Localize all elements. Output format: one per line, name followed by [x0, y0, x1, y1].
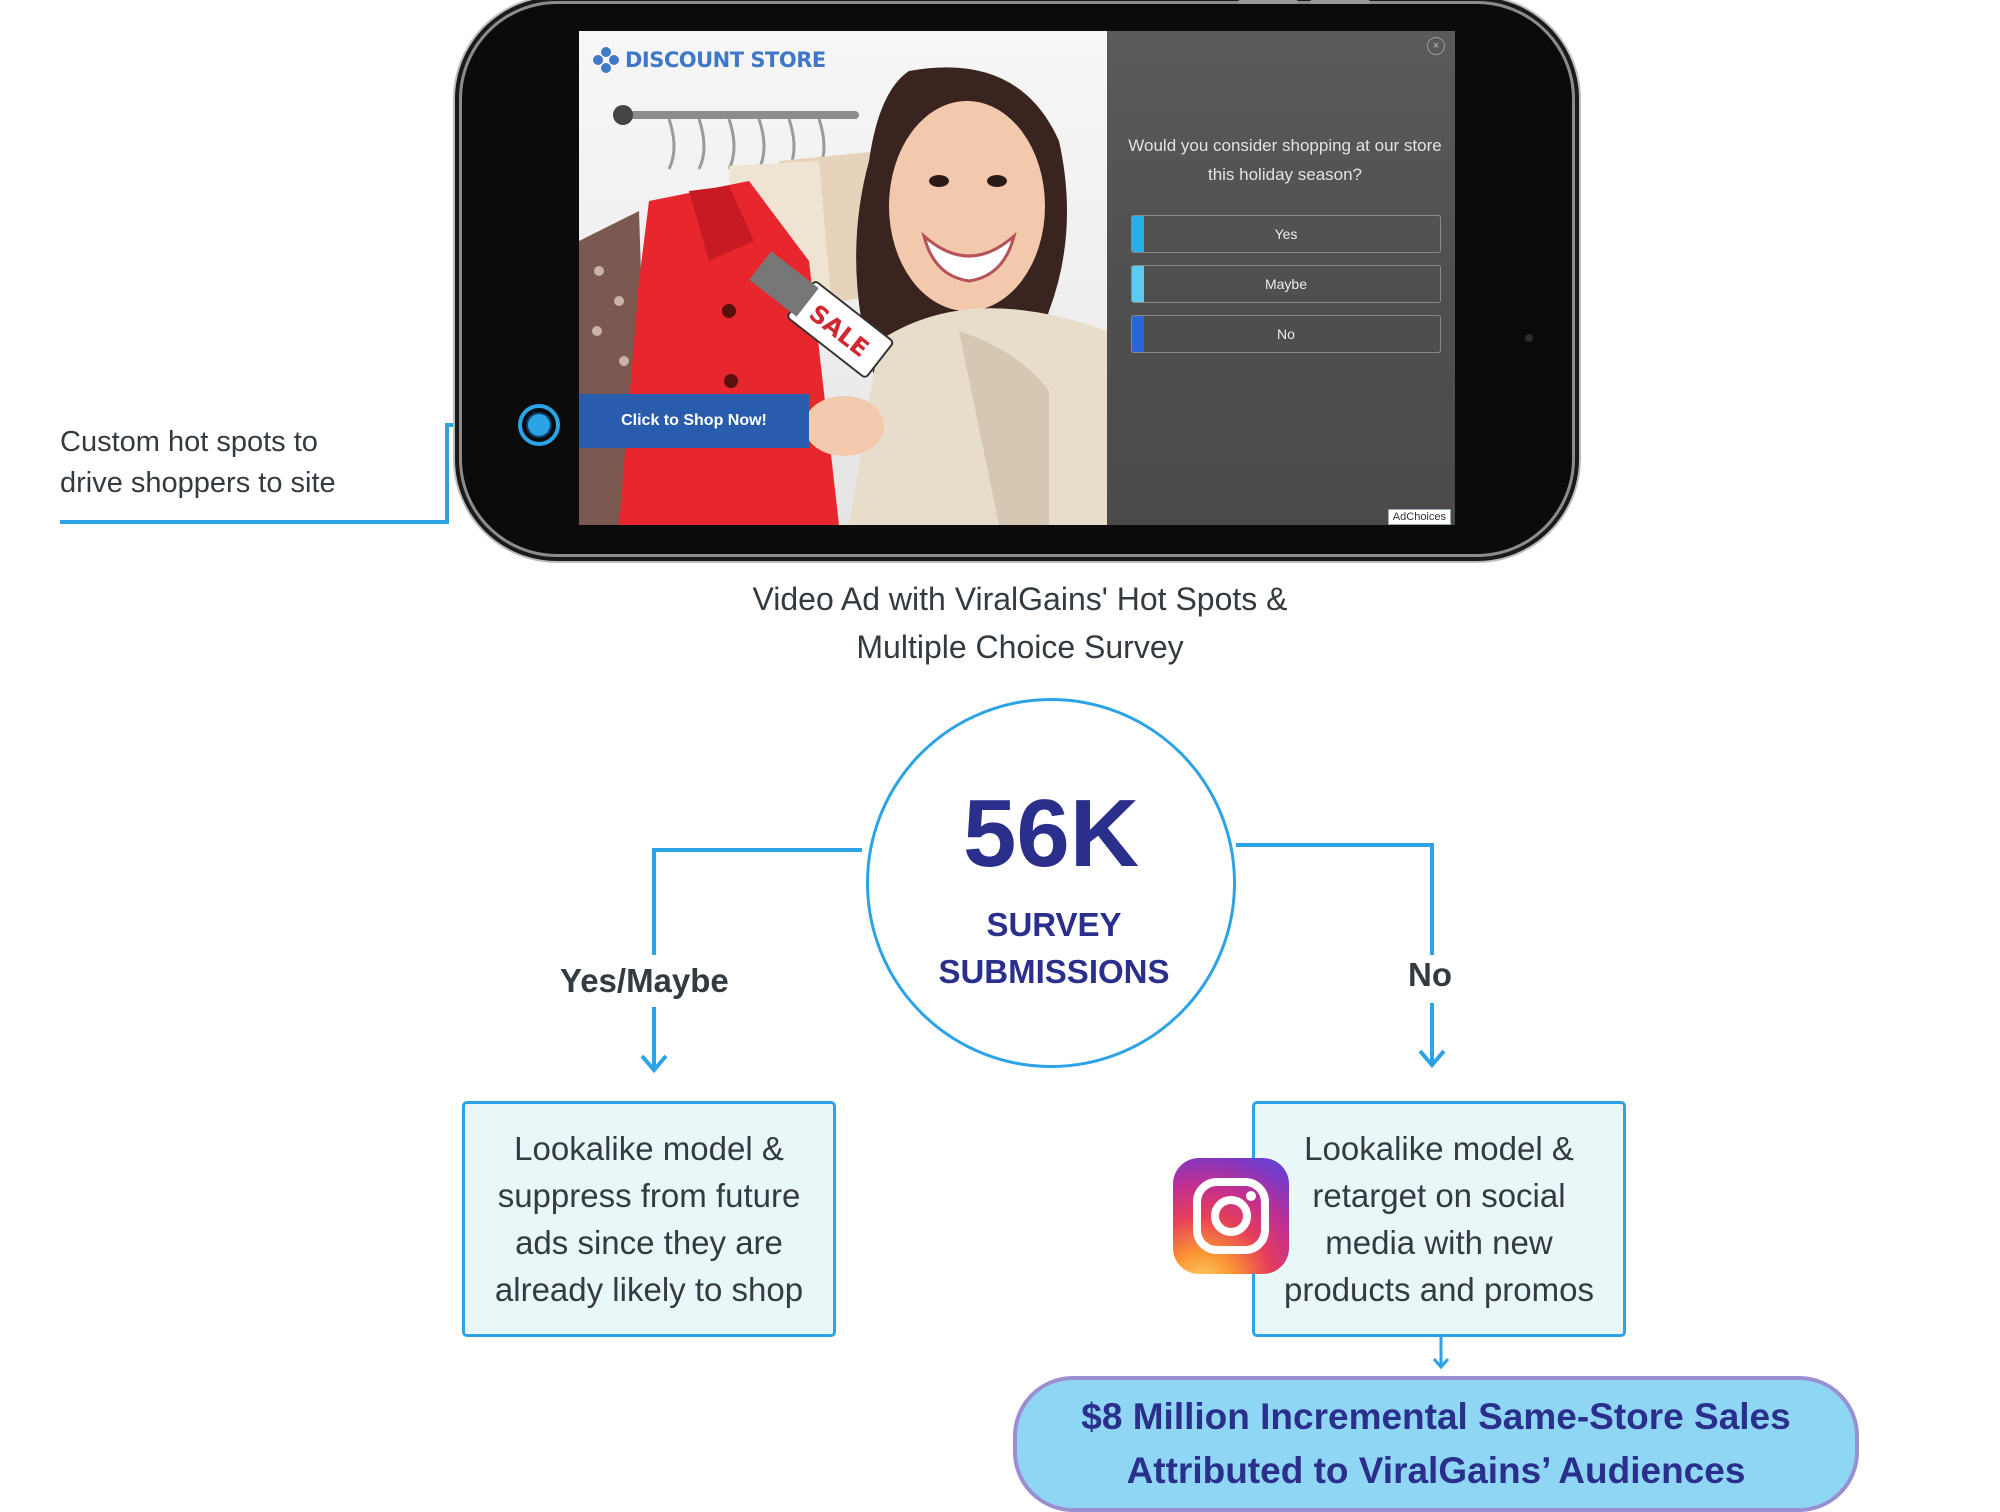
result-banner: $8 Million Incremental Same-Store Sales …: [1013, 1376, 1859, 1512]
shopper-photo: SALE: [579, 67, 1107, 525]
option-color-bar: [1132, 266, 1144, 302]
survey-count-label: SURVEY SUBMISSIONS: [929, 901, 1179, 995]
outcome-line: Lookalike model &: [514, 1130, 784, 1167]
ad-caption: Video Ad with ViralGains' Hot Spots & Mu…: [660, 575, 1380, 671]
outcome-line: suppress from future: [497, 1177, 801, 1214]
left-arrow-head: [640, 1054, 668, 1074]
outcome-line: media with new: [1325, 1224, 1553, 1261]
branch-label-yes-maybe: Yes/Maybe: [560, 962, 729, 999]
result-line: Attributed to ViralGains’ Audiences: [1126, 1450, 1746, 1491]
store-logo[interactable]: DISCOUNT STORE: [593, 47, 826, 73]
video-ad[interactable]: SALE DISCOUNT STORE Click to Shop Now! ×…: [579, 31, 1455, 525]
stat-label-line: SUBMISSIONS: [938, 953, 1170, 990]
survey-option-yes[interactable]: Yes: [1131, 215, 1441, 253]
option-color-bar: [1132, 216, 1144, 252]
result-arrow-head: [1432, 1358, 1450, 1370]
phone-side-button: [1238, 0, 1298, 4]
outcome-line: Lookalike model &: [1304, 1130, 1574, 1167]
survey-count: 56K: [962, 780, 1140, 887]
survey-option-maybe[interactable]: Maybe: [1131, 265, 1441, 303]
left-branch-line: [652, 848, 862, 955]
survey-overlay: × Would you consider shopping at our sto…: [1107, 31, 1455, 525]
survey-stat-circle: 56K SURVEY SUBMISSIONS: [866, 698, 1236, 1068]
outcome-line: products and promos: [1283, 1271, 1594, 1308]
branch-label-no: No: [1408, 956, 1452, 993]
outcome-line: ads since they are: [515, 1224, 783, 1261]
phone-side-button: [1310, 0, 1370, 4]
callout-line: drive shoppers to site: [60, 467, 336, 499]
option-label: Maybe: [1264, 276, 1308, 292]
hotspot-target-icon[interactable]: [516, 402, 562, 448]
store-logo-icon: [593, 47, 619, 73]
phone-sensor-dot: [1525, 334, 1533, 342]
right-arrow-head: [1418, 1049, 1446, 1069]
survey-question: Would you consider shopping at our store…: [1128, 136, 1442, 184]
stat-label-line: SURVEY: [986, 906, 1122, 943]
hotspot-callout: Custom hot spots to drive shoppers to si…: [60, 422, 336, 504]
option-label: Yes: [1274, 226, 1298, 242]
caption-line: Multiple Choice Survey: [856, 629, 1184, 665]
outcome-line: retarget on social: [1312, 1177, 1566, 1214]
outcome-box-suppress: Lookalike model & suppress from future a…: [462, 1101, 836, 1337]
adchoices-badge[interactable]: AdChoices: [1387, 509, 1451, 525]
ad-photo-area: SALE DISCOUNT STORE Click to Shop Now!: [579, 31, 1107, 525]
option-color-bar: [1132, 316, 1144, 352]
store-name: DISCOUNT STORE: [625, 48, 826, 72]
option-label: No: [1277, 326, 1295, 342]
outcome-line: already likely to shop: [494, 1271, 804, 1308]
instagram-glyph: [1193, 1178, 1269, 1254]
shop-now-button[interactable]: Click to Shop Now!: [579, 394, 809, 448]
caption-line: Video Ad with ViralGains' Hot Spots &: [752, 581, 1288, 617]
right-branch-line: [1236, 843, 1434, 955]
outcome-box-retarget: Lookalike model & retarget on social med…: [1252, 1101, 1626, 1337]
survey-option-no[interactable]: No: [1131, 315, 1441, 353]
close-icon[interactable]: ×: [1427, 37, 1445, 55]
result-line: $8 Million Incremental Same-Store Sales: [1081, 1396, 1791, 1437]
callout-line: Custom hot spots to: [60, 426, 318, 458]
instagram-icon: [1173, 1158, 1289, 1274]
